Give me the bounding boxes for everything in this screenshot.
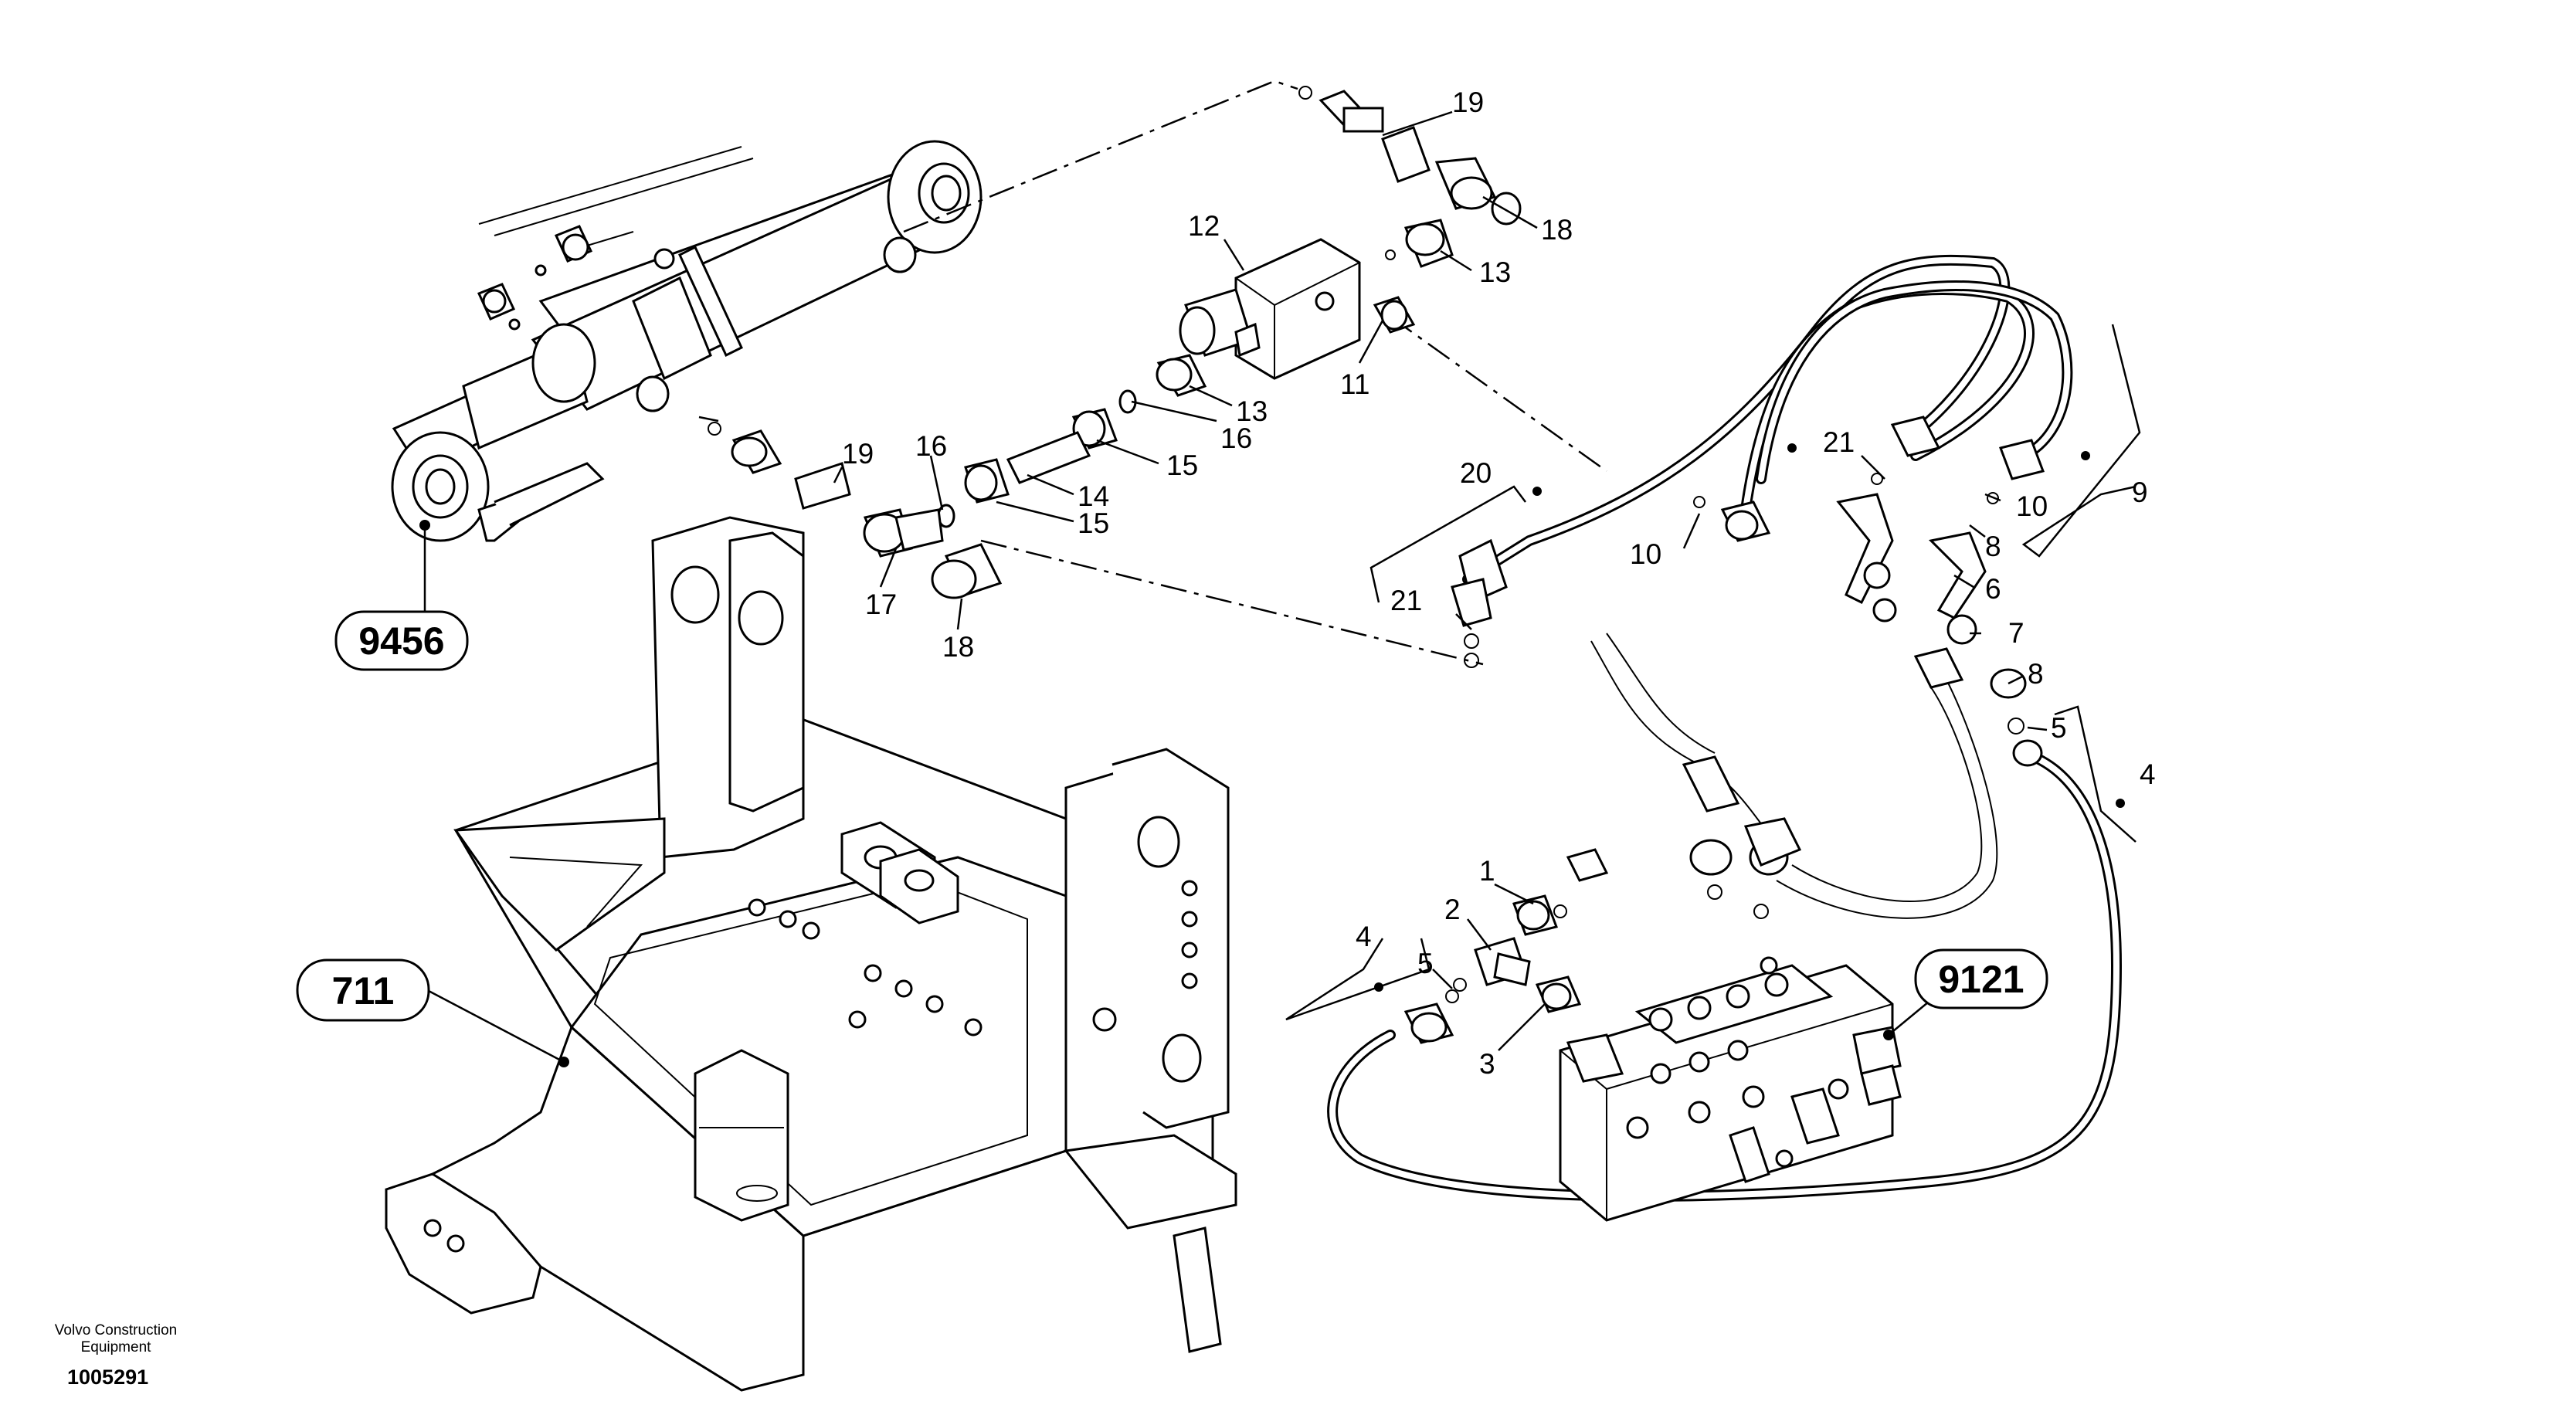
part-label-4: 4 [1356,921,1372,952]
part-label-19: 19 [842,438,874,470]
callout-label: 9456 [358,619,444,663]
control-valve-drawing [1559,956,1902,1222]
cylinder-drawing [391,140,983,542]
part-label-18: 18 [1541,214,1573,246]
part-labels: 19 18 12 13 11 13 16 16 15 14 15 19 17 1… [842,87,2156,1080]
brand-name: Volvo Construction Equipment [54,1322,178,1355]
part-label-16: 16 [1220,422,1252,454]
fittings-drawing [698,80,1607,666]
part-label-14: 14 [1078,480,1109,512]
callout-9456[interactable]: 9456 [334,610,469,671]
callout-9121[interactable]: 9121 [1914,948,2048,1009]
cylinder-leader [419,520,430,618]
part-label-19: 19 [1452,87,1484,118]
callout-label: 9121 [1938,958,2024,1001]
part-label-11: 11 [1340,368,1369,400]
part-leaders [833,110,2141,1051]
part-label-12: 12 [1188,210,1220,242]
part-label-17: 17 [865,589,897,620]
part-label-1: 1 [1479,855,1495,887]
part-label-16: 16 [915,430,947,462]
part-label-10: 10 [1630,538,1661,570]
part-label-21: 21 [1823,426,1855,458]
part-label-8: 8 [1985,531,2001,562]
hoses-drawing [1327,254,2123,1202]
part-label-5: 5 [1417,948,1434,979]
part-label-15: 15 [1078,507,1109,539]
part-label-8: 8 [2028,658,2044,690]
drawing-number: 1005291 [67,1366,149,1389]
part-label-13: 13 [1479,256,1511,288]
part-label-5: 5 [2051,712,2067,744]
part-label-20: 20 [1460,457,1492,489]
frame-leader [428,989,569,1067]
valve-fittings-drawing [1403,848,1609,1044]
part-label-9: 9 [2132,477,2148,508]
part-label-21: 21 [1390,585,1422,616]
part-label-4: 4 [2140,758,2156,790]
part-label-2: 2 [1444,894,1461,925]
part-label-7: 7 [2008,617,2024,649]
callout-label: 711 [332,969,395,1013]
footer-brand-block: Volvo Construction Equipment 1005291 [31,1322,201,1389]
part-label-6: 6 [1985,573,2001,605]
part-label-10: 10 [2016,490,2048,522]
part-label-15: 15 [1166,450,1198,481]
part-label-3: 3 [1479,1048,1495,1080]
hose-fittings-drawing [1451,416,2045,919]
part-label-18: 18 [942,631,974,663]
part-label-13: 13 [1236,395,1268,427]
callout-711[interactable]: 711 [296,958,430,1022]
front-frame-drawing [385,516,1237,1392]
